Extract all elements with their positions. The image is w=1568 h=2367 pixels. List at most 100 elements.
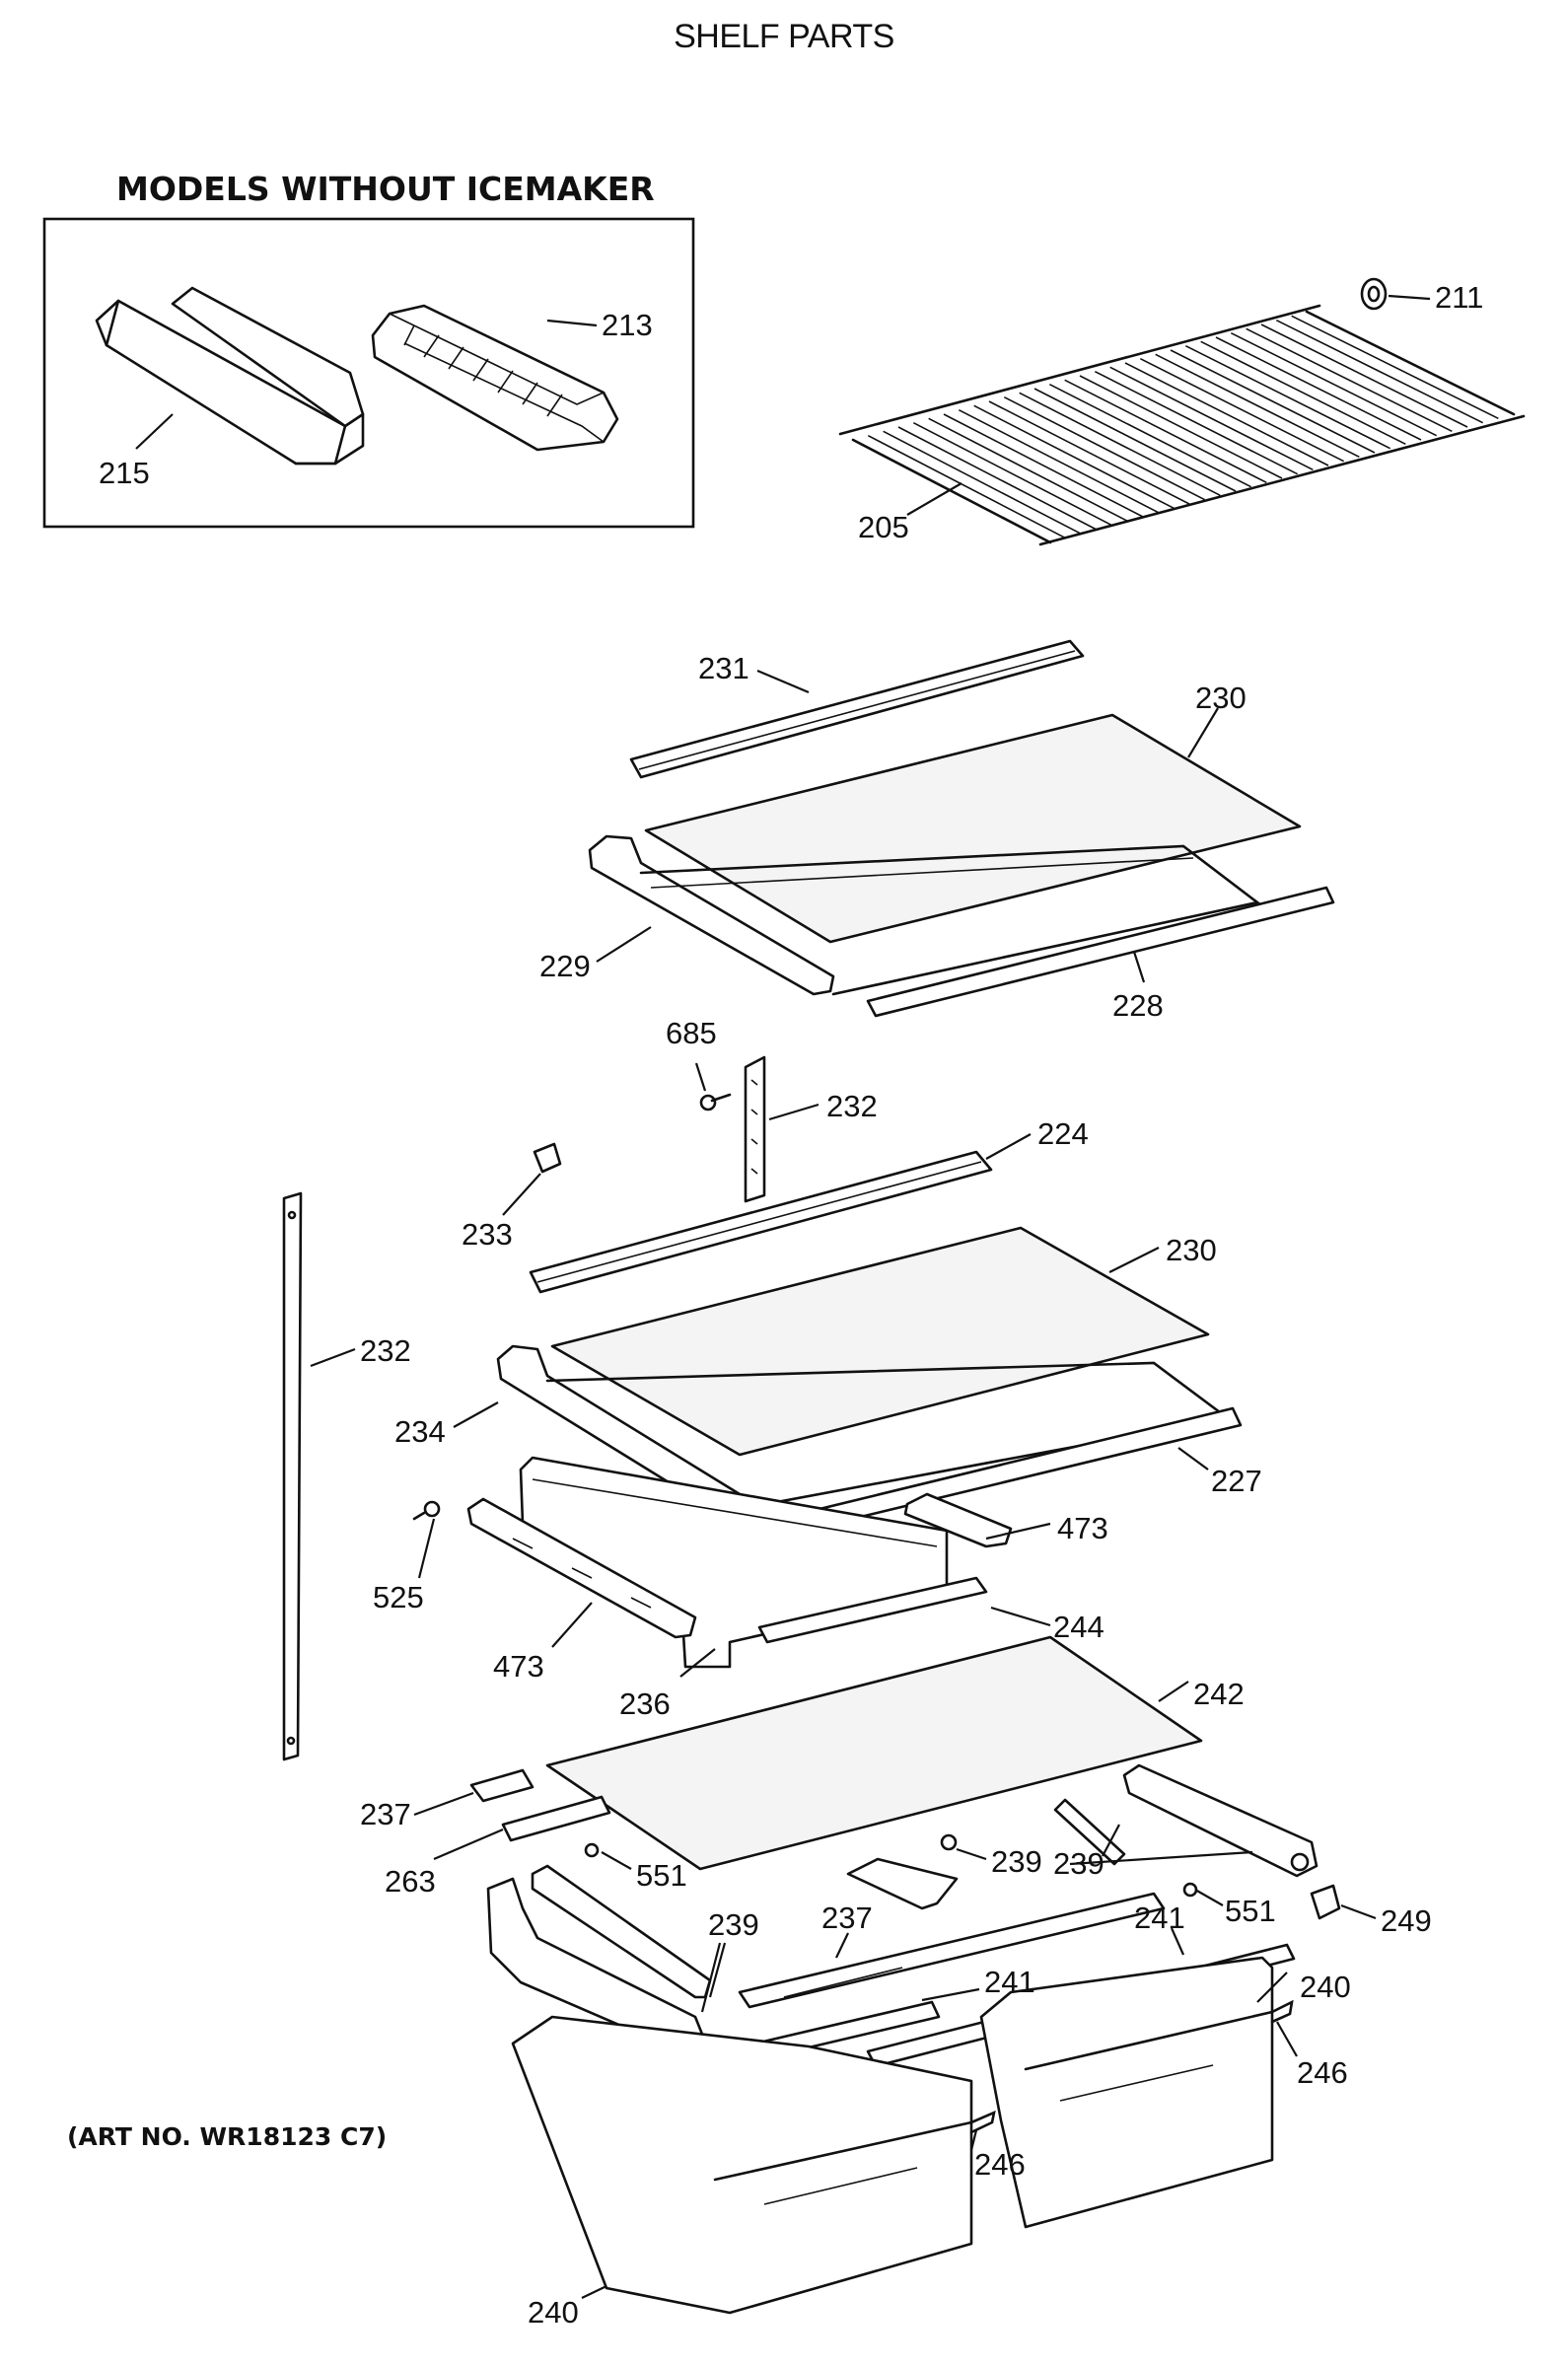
callout-229: 229 — [539, 949, 591, 983]
callout-227: 227 — [1211, 1464, 1262, 1498]
shelf-wire — [912, 421, 1113, 527]
callout-231: 231 — [698, 651, 749, 685]
shelf-wire — [973, 404, 1175, 510]
shelf-wire — [867, 434, 1067, 539]
part-242-glass-lower — [545, 1635, 1203, 1871]
shelf-wire — [1003, 395, 1206, 501]
part-685-screw — [699, 1093, 732, 1112]
shelf-wire — [1064, 379, 1267, 484]
callout-labels: 213 215 211 205 231 230 229 228 685 232 … — [99, 280, 1483, 2330]
callout-230-upper: 230 — [1195, 681, 1247, 715]
shelf-wire — [1033, 388, 1237, 492]
part-473-slide-left — [466, 1497, 697, 1639]
callout-237-center: 237 — [821, 1901, 873, 1935]
part-473-slide-right — [903, 1492, 1013, 1548]
shelf-wire — [1109, 366, 1314, 471]
part-239-bracket-left — [486, 1864, 712, 2053]
part-232-ladder-long — [282, 1191, 303, 1761]
shelf-wire — [1275, 319, 1484, 424]
shelf-wire — [1215, 336, 1422, 441]
part-263-bracket — [501, 1795, 611, 1842]
shelf-wire — [1048, 383, 1252, 488]
part-240-crisper-left — [511, 2015, 996, 2315]
part-229-shelf-frame — [588, 834, 1261, 996]
callout-473-right: 473 — [1057, 1511, 1108, 1545]
part-237-rail-center — [738, 1892, 1166, 2009]
callout-685: 685 — [666, 1016, 717, 1050]
callout-233: 233 — [462, 1217, 513, 1252]
shelf-wire — [1170, 349, 1376, 454]
part-215-bin — [95, 286, 365, 466]
part-205-wire-shelf — [838, 304, 1526, 546]
callout-239-right: 239 — [1053, 1846, 1105, 1881]
shelf-wire — [928, 417, 1128, 523]
callout-244: 244 — [1053, 1610, 1105, 1644]
part-230-glass-upper — [644, 713, 1302, 944]
callout-232-short: 232 — [826, 1089, 878, 1123]
callout-525: 525 — [373, 1580, 424, 1614]
shelf-wire — [1306, 311, 1515, 415]
callout-234: 234 — [394, 1414, 446, 1449]
callout-241-right: 241 — [1134, 1901, 1185, 1935]
part-239-slide-center — [846, 1833, 959, 1910]
shelf-wire — [1184, 344, 1391, 450]
callout-240-left: 240 — [528, 2295, 579, 2330]
part-551-screw-left — [584, 1842, 600, 1858]
callout-551-left: 551 — [636, 1858, 687, 1893]
shelf-wire — [1139, 357, 1345, 463]
shelf-wire — [1246, 327, 1453, 433]
shelf-wire — [1124, 362, 1329, 466]
shelf-wire — [1260, 323, 1468, 428]
part-231-front-trim — [629, 639, 1085, 779]
shelf-wire — [852, 439, 1051, 543]
callout-263: 263 — [385, 1864, 436, 1899]
shelf-wire — [883, 430, 1082, 536]
part-237-rail-left — [469, 1768, 535, 1803]
part-213-ice-tray — [371, 304, 619, 452]
shelf-wire — [958, 408, 1160, 514]
callout-239-left: 239 — [708, 1907, 759, 1942]
part-551-screw-right — [1182, 1882, 1198, 1898]
callout-236: 236 — [619, 1686, 671, 1721]
page-title: SHELF PARTS — [674, 18, 894, 55]
part-232-ladder-short — [744, 1055, 766, 1203]
inset-title: MODELS WITHOUT ICEMAKER — [116, 170, 655, 208]
part-230-glass-middle — [550, 1226, 1210, 1457]
callout-211: 211 — [1435, 280, 1483, 315]
shelf-wire — [1019, 392, 1221, 497]
part-rail-right — [1122, 1763, 1319, 1878]
callout-473-left: 473 — [493, 1649, 544, 1684]
callout-215: 215 — [99, 456, 150, 490]
shelf-wire — [1200, 340, 1406, 446]
part-224-front-trim — [529, 1150, 993, 1294]
callout-237-left: 237 — [360, 1797, 411, 1831]
callout-241-left: 241 — [984, 1965, 1035, 1999]
callout-228: 228 — [1112, 988, 1164, 1023]
part-525-screw — [412, 1500, 441, 1521]
shelf-wire — [1094, 370, 1299, 475]
callout-240-right: 240 — [1300, 1970, 1351, 2004]
callout-224: 224 — [1037, 1116, 1089, 1151]
callout-213: 213 — [602, 308, 653, 342]
shelf-wire — [1079, 375, 1283, 479]
callout-242: 242 — [1193, 1677, 1245, 1711]
art-number: (ART NO. WR18123 C7) — [67, 2122, 388, 2151]
part-211-shelf-cap — [1360, 277, 1388, 311]
shelf-wire — [1155, 353, 1360, 459]
callout-249: 249 — [1381, 1903, 1432, 1938]
part-233-clip — [533, 1142, 562, 1174]
shelf-wire — [897, 426, 1098, 531]
shelf-wire — [1291, 315, 1499, 420]
leader-lines — [135, 294, 1431, 2299]
part-240-crisper-right — [979, 1956, 1294, 2229]
inset-frame — [42, 217, 695, 529]
callout-246-left: 246 — [974, 2147, 1026, 2182]
callout-551-right: 551 — [1225, 1894, 1276, 1928]
part-228-rear-trim — [866, 886, 1335, 1018]
callout-205: 205 — [858, 510, 909, 544]
shelf-wire — [1230, 331, 1438, 437]
shelf-wire — [988, 400, 1190, 505]
shelf-wire — [943, 413, 1144, 518]
callout-246-right: 246 — [1297, 2055, 1348, 2090]
